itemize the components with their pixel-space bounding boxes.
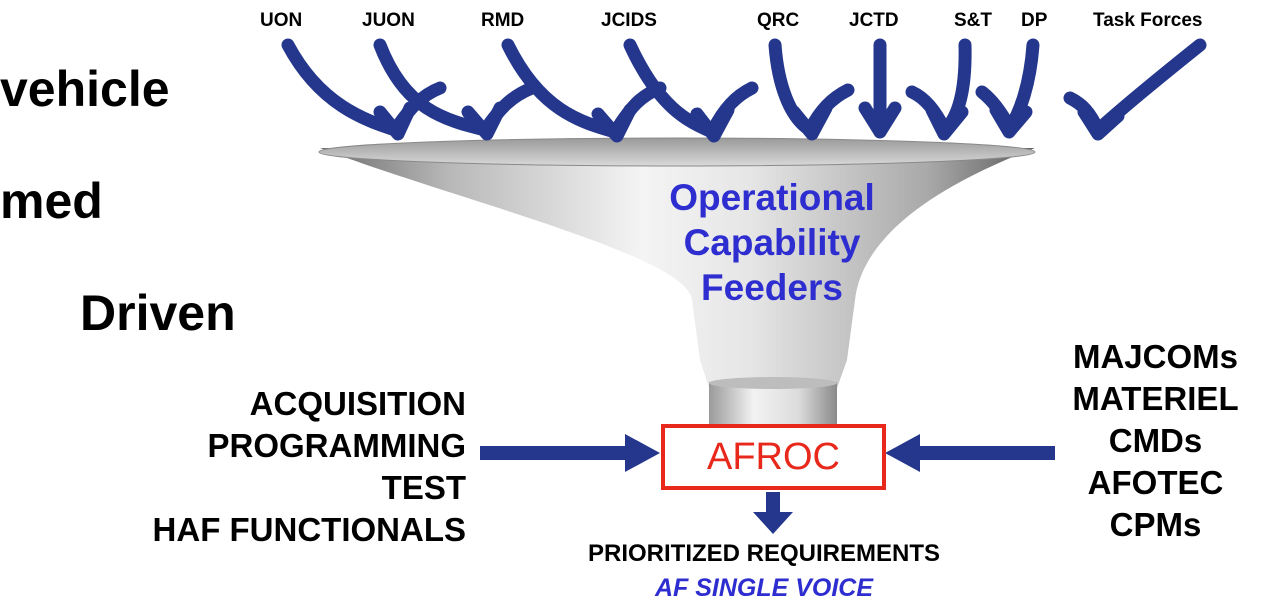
- right-input-afotec: AFOTEC: [1087, 464, 1224, 501]
- funnel-label: Operational Capability Feeders: [612, 175, 932, 310]
- right-input-cpms: CPMs: [1109, 506, 1202, 543]
- feeder-label-jcids: JCIDS: [601, 10, 657, 31]
- feeder-arrow-uon-head: [373, 101, 417, 141]
- afroc-box: AFROC: [661, 424, 886, 490]
- output-arrow: [753, 492, 793, 534]
- left-bullet-vehicle: vehicle: [0, 61, 170, 117]
- feeder-arrow-rmd-head: [591, 103, 637, 143]
- left-bullet-driven: Driven: [80, 285, 236, 341]
- feeder-label-jctd: JCTD: [849, 10, 899, 31]
- funnel-label-line2: Capability: [683, 222, 861, 263]
- feeder-arrow-jctd-head: [858, 101, 902, 139]
- funnel-label-line1: Operational: [669, 177, 875, 218]
- left-input-arrow: [480, 434, 660, 472]
- feeder-label-taskforces: Task Forces: [1093, 10, 1203, 31]
- feeder-label-rmd: RMD: [481, 10, 525, 31]
- funnel-label-line3: Feeders: [701, 267, 843, 308]
- right-input-materiel: MATERIEL: [1072, 380, 1239, 417]
- feeder-label-uon: UON: [260, 10, 303, 31]
- left-inputs: ACQUISITION PROGRAMMING TEST HAF FUNCTIO…: [153, 383, 466, 551]
- feeder-arrow-jcids: [623, 38, 759, 139]
- input-arrows: [480, 434, 1055, 534]
- feeder-arrow-jcids-head: [690, 103, 735, 143]
- feeder-arrow-taskforces-head: [1077, 105, 1125, 141]
- feeder-arrow-juon-head: [461, 101, 507, 141]
- feeder-arrow-st-head: [925, 103, 969, 141]
- right-input-arrow: [885, 434, 1055, 472]
- left-input-test: TEST: [381, 469, 466, 506]
- feeder-arrows: [281, 38, 1207, 143]
- left-input-haf-functionals: HAF FUNCTIONALS: [152, 511, 466, 548]
- left-input-programming: PROGRAMMING: [207, 427, 467, 464]
- funnel: [318, 137, 1036, 428]
- right-inputs: MAJCOMs MATERIEL CMDs AFOTEC CPMs: [1028, 336, 1283, 546]
- feeder-arrow-dp-head: [989, 103, 1033, 139]
- right-input-cmds: CMDs: [1108, 422, 1203, 459]
- right-input-majcoms: MAJCOMs: [1072, 338, 1239, 375]
- left-input-acquisition: ACQUISITION: [249, 385, 466, 422]
- feeder-label-dp: DP: [1021, 10, 1048, 31]
- feeder-label-juon: JUON: [362, 10, 415, 31]
- output-prioritized-requirements: PRIORITIZED REQUIREMENTS: [587, 540, 941, 567]
- feeder-arrow-qrc-head: [787, 101, 833, 141]
- feeder-label-qrc: QRC: [757, 10, 800, 31]
- output-af-single-voice: AF SINGLE VOICE: [654, 574, 874, 602]
- feeder-arrow-qrc: [768, 38, 855, 137]
- feeder-arrow-uon: [281, 38, 447, 137]
- left-bullet-med: med: [0, 173, 103, 229]
- feeder-label-st: S&T: [954, 10, 992, 31]
